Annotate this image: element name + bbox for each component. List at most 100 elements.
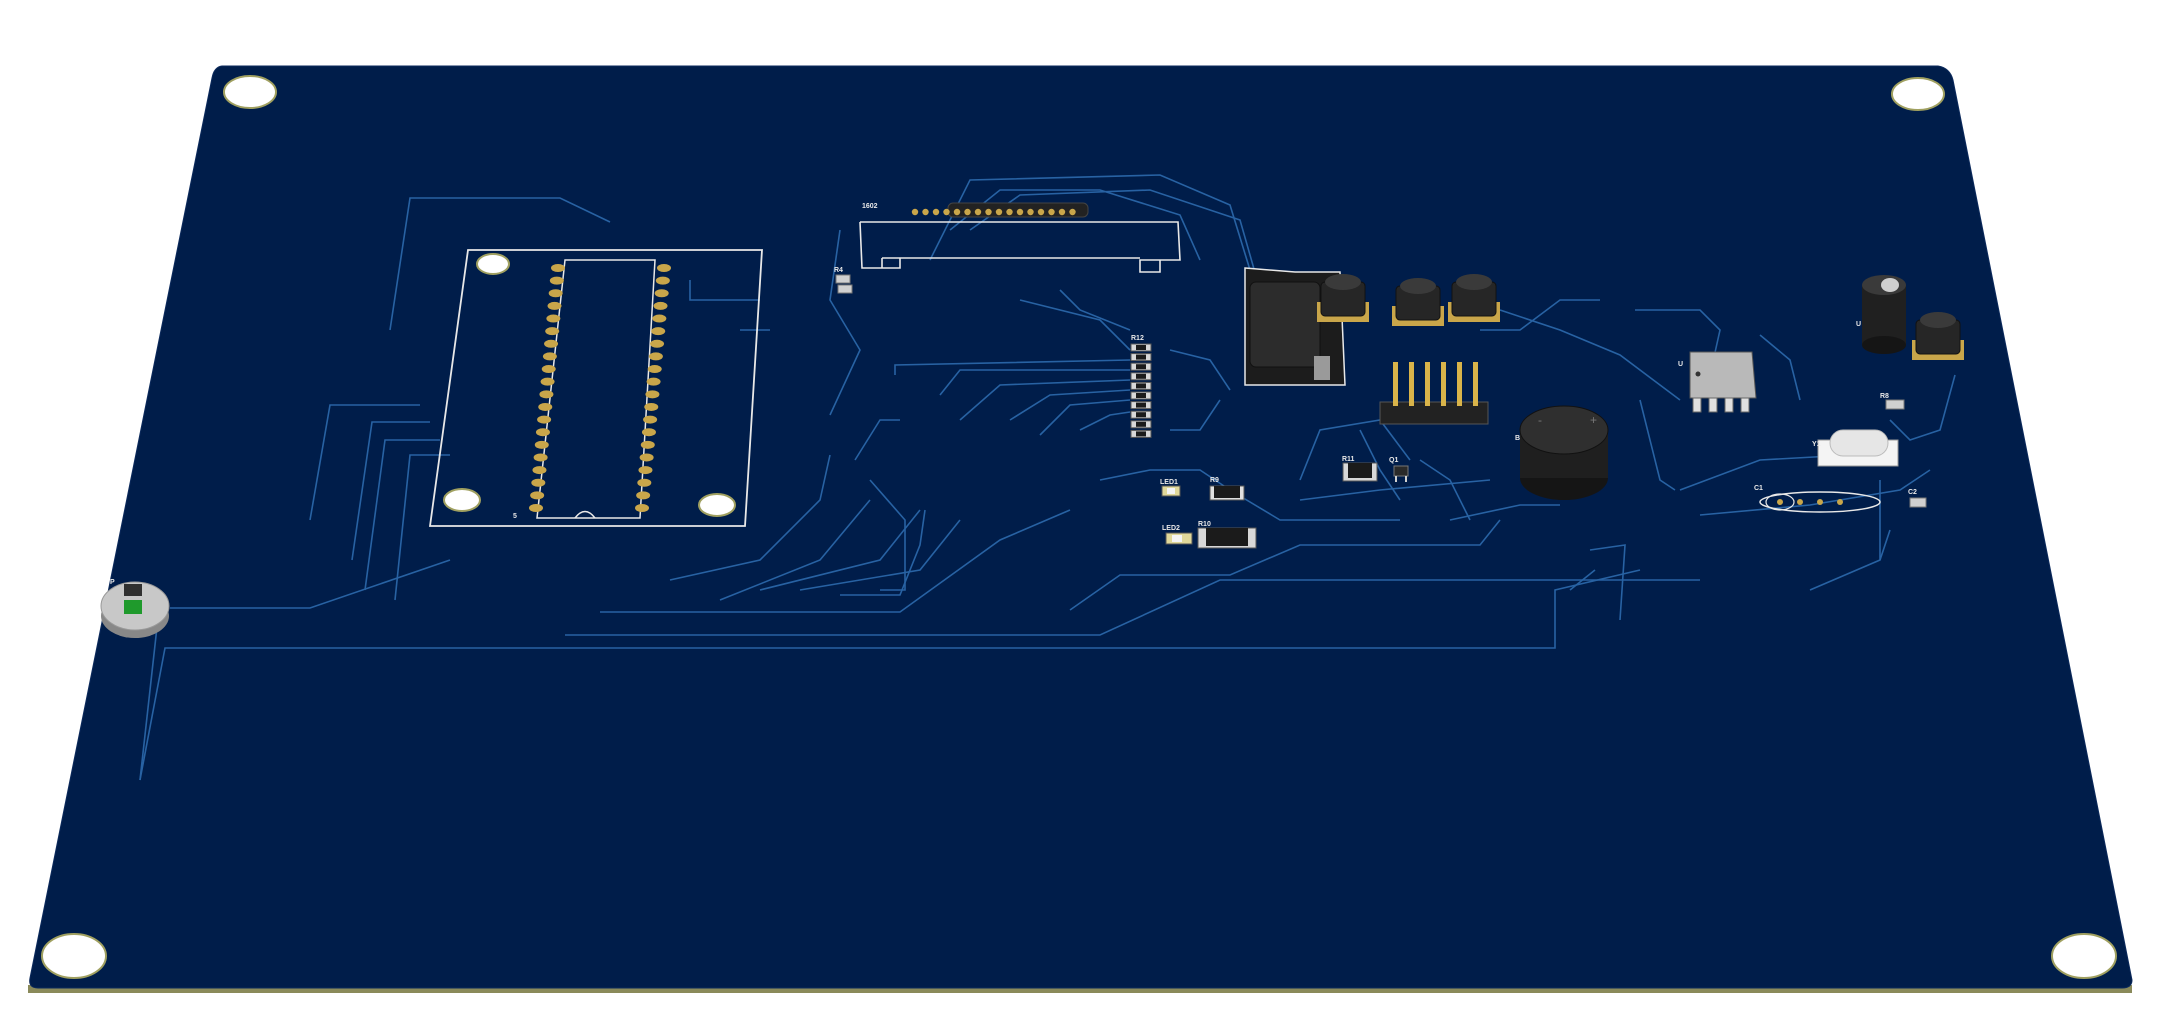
header-pin [1425, 362, 1430, 406]
header-pad [1069, 208, 1076, 216]
c1-label: C1 [1754, 485, 1763, 492]
array-resistor-body [1136, 412, 1146, 418]
ic-u-label: U [1678, 361, 1683, 368]
switch-cap [1325, 274, 1361, 290]
led2-label: LED2 [1162, 525, 1180, 532]
ic-pin [654, 289, 669, 298]
header-pin [1409, 362, 1414, 406]
mounting-hole-top-left [223, 75, 277, 109]
sensor-label: P [110, 579, 115, 586]
tactile-switches [1317, 274, 1964, 360]
ic-pin [650, 339, 665, 348]
mounting-hole-top-right [1891, 77, 1945, 111]
ic-pin [544, 339, 559, 348]
resistor-r4: R4 [834, 267, 853, 294]
array-resistor-body [1136, 354, 1146, 360]
ic-pin [539, 390, 554, 399]
mounting-hole-bottom-left [41, 933, 107, 979]
ic-pin [657, 264, 671, 272]
array-resistor-body [1136, 402, 1146, 408]
ic-pin [644, 402, 659, 411]
header-pin [1457, 362, 1462, 406]
ic-pin [538, 402, 553, 411]
resistor-r10: R10 [1197, 521, 1257, 549]
led1-part: LED1 [1160, 479, 1181, 497]
ic-pin [636, 491, 651, 500]
q1-label: Q1 [1389, 457, 1398, 464]
ic-pin [645, 390, 660, 399]
header-pad [985, 208, 992, 216]
array-resistor-body [1136, 373, 1146, 379]
ic-pin [532, 466, 547, 475]
ic-pins-left [529, 264, 565, 512]
ic-pin [653, 301, 668, 310]
ic-pin [647, 365, 662, 374]
svg-text:-: - [1538, 413, 1542, 427]
ic-pin [551, 264, 565, 272]
ic-pin [531, 478, 546, 487]
mounting-holes [41, 75, 2117, 979]
resistor-r9: R9 [1209, 477, 1245, 501]
header-pad [1037, 208, 1045, 216]
ic-pin [655, 276, 670, 285]
ic-pin [535, 428, 550, 437]
led2-part: LED2 [1162, 525, 1193, 545]
ic-pin [547, 301, 562, 310]
array-resistor-body [1136, 383, 1146, 389]
mounting-hole-bottom-right [2051, 933, 2117, 979]
ic-pin [651, 327, 666, 336]
ic-pin [638, 466, 653, 475]
resistor-r11: R11 [1342, 456, 1378, 482]
ic-pin [646, 377, 661, 386]
r8-label: R8 [1880, 393, 1889, 400]
ic-pin [545, 327, 560, 336]
cap-u-label: U [1856, 321, 1861, 328]
switch-cap [1400, 278, 1436, 294]
ic-pin [637, 478, 652, 487]
header-pad [1058, 208, 1066, 216]
array-resistor-body [1136, 431, 1146, 437]
led1-label: LED1 [1160, 479, 1178, 486]
ic-socket-label: 5 [513, 513, 517, 520]
header-pad [911, 208, 919, 216]
ic-pin [534, 440, 549, 449]
ic-pin [635, 504, 649, 512]
ic-pin [540, 377, 555, 386]
header-pad [1006, 208, 1013, 216]
svg-text:+: + [1590, 413, 1597, 427]
buzzer: - + B [1515, 405, 1609, 500]
r10-label: R10 [1198, 521, 1211, 528]
header-pad [974, 208, 982, 216]
header-pad [995, 208, 1003, 216]
array-resistor-body [1136, 345, 1146, 350]
header-pad [922, 208, 929, 216]
power-jack [1244, 267, 1346, 386]
ic-pin [548, 289, 563, 298]
header-pad [953, 208, 961, 216]
header-pad [1016, 208, 1024, 216]
ic-pin [530, 491, 545, 500]
ic-pin [542, 352, 557, 361]
header-pad [1027, 208, 1034, 216]
resistor-r8: R8 [1880, 393, 1905, 410]
transistor-q1: Q1 [1389, 457, 1409, 482]
array-resistor-body [1136, 421, 1146, 427]
r12-label: R12 [1131, 335, 1144, 342]
ic-pin [643, 415, 658, 424]
capacitor-c2: C2 [1908, 489, 1927, 508]
r9-label: R9 [1210, 477, 1219, 484]
ic-pin [546, 314, 561, 323]
switch-cap [1456, 274, 1492, 290]
ic-u-soic: U [1678, 351, 1757, 413]
header-pad [943, 208, 950, 216]
y1-label: Y1 [1812, 441, 1821, 448]
ic-pin [533, 453, 548, 462]
electrolytic-capacitor: U [1856, 275, 1906, 354]
header-pad [932, 208, 940, 216]
array-resistor-body [1136, 393, 1146, 398]
ic-pin [641, 428, 656, 437]
ic-pin [640, 440, 655, 449]
ic-socket-footprint: 5 [428, 249, 763, 527]
